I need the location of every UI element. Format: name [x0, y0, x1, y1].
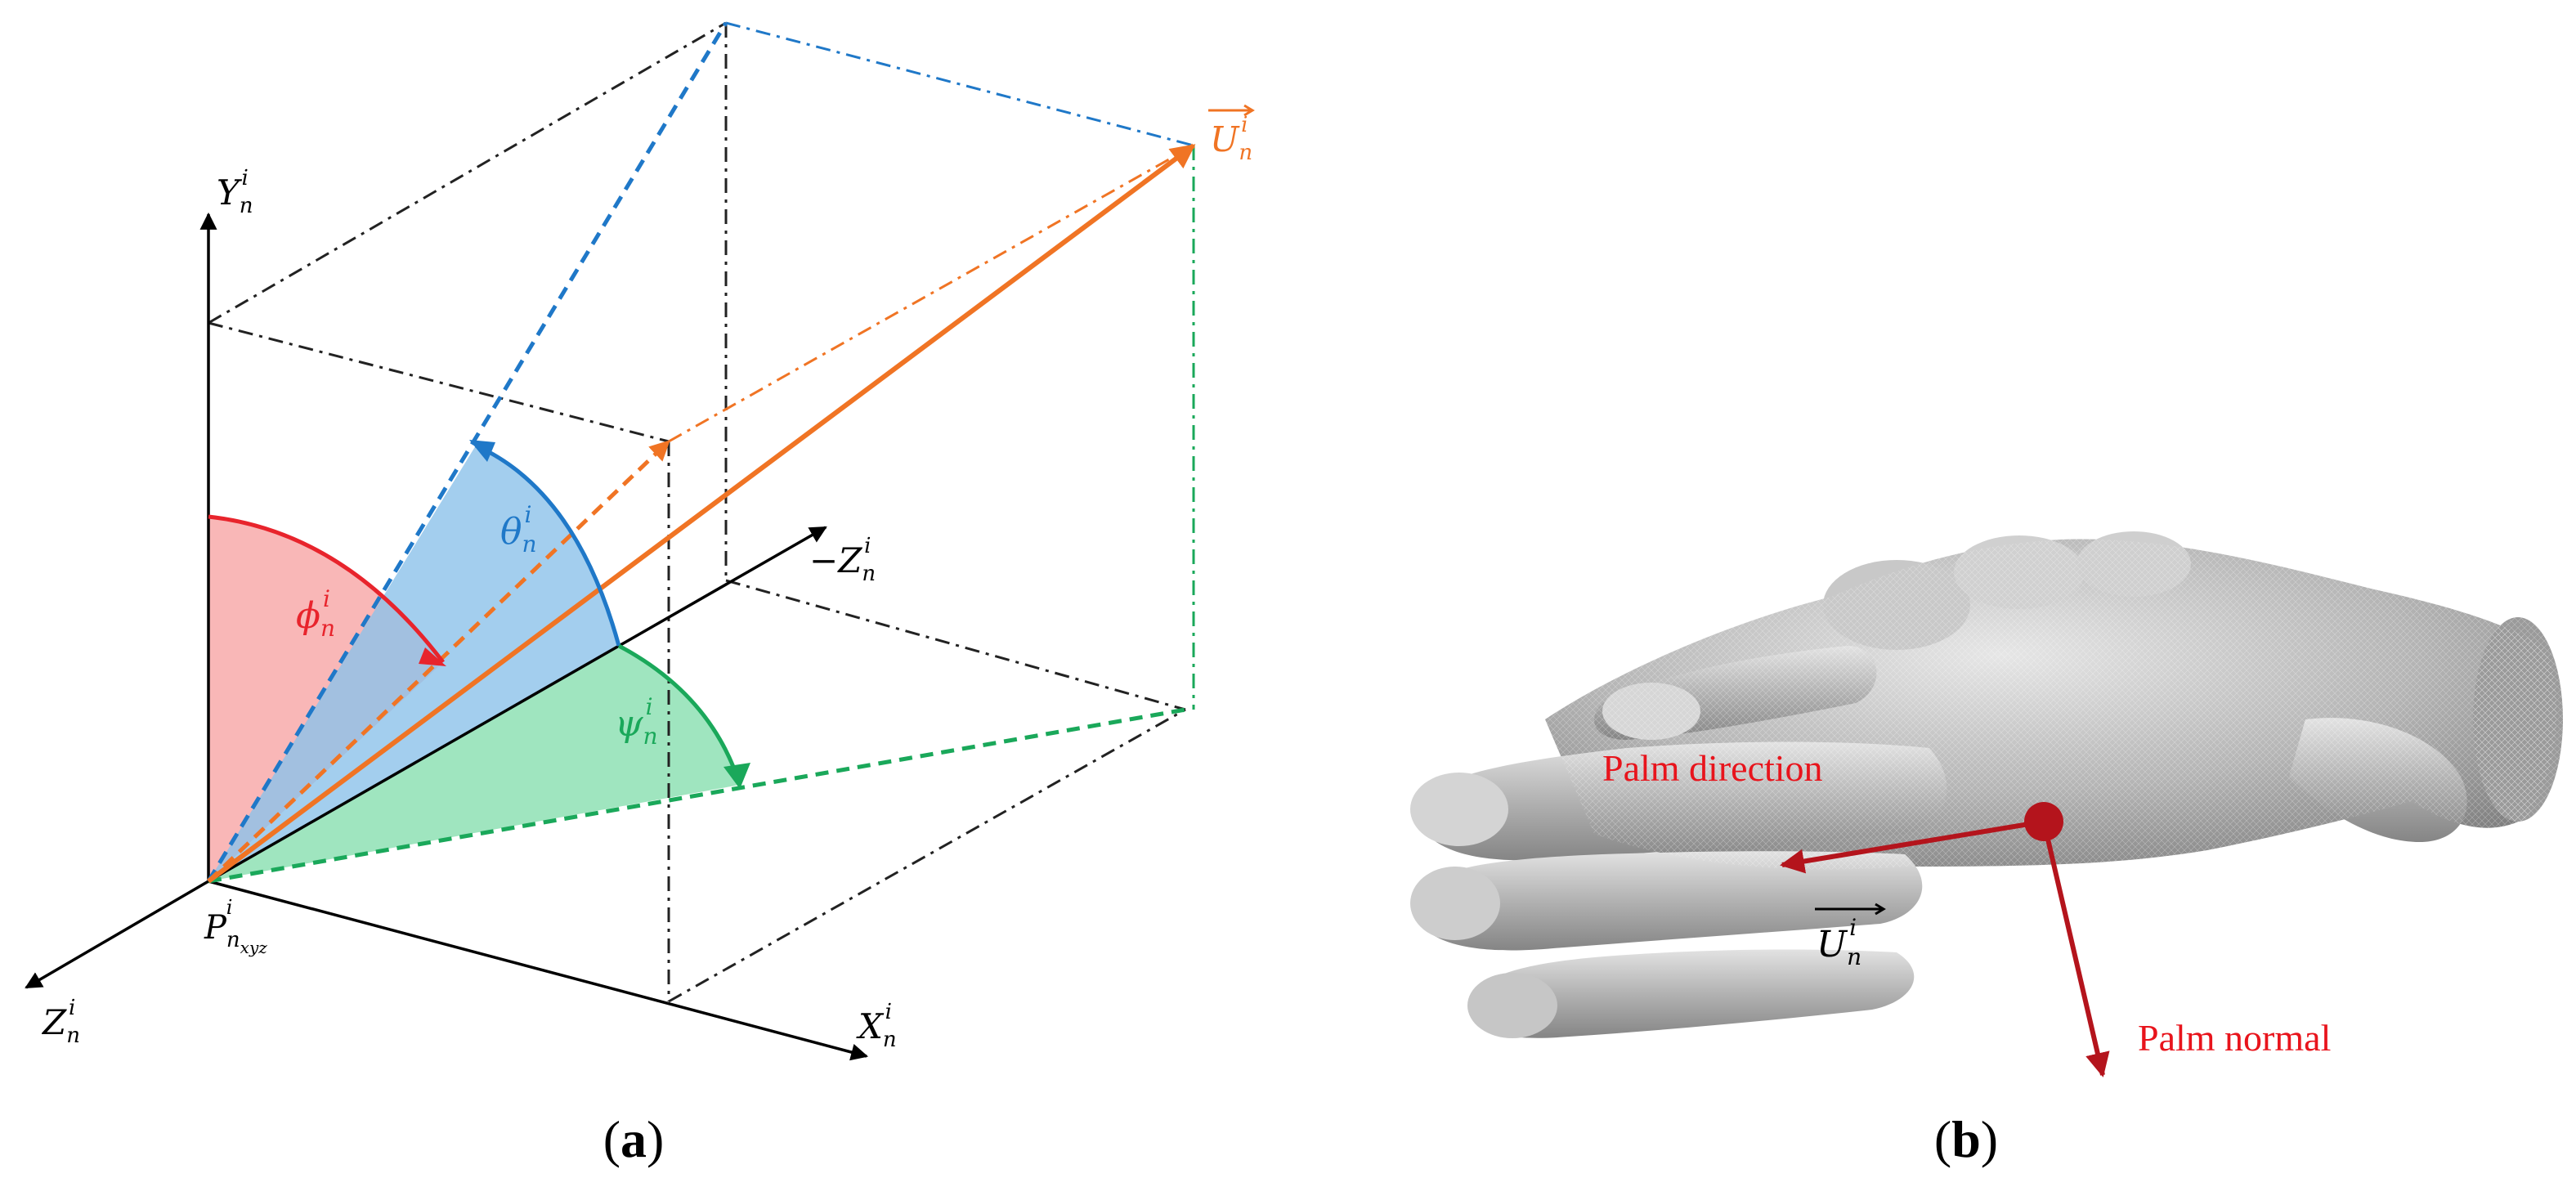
- blue-guide: [725, 21, 1194, 147]
- phi-arc: [208, 514, 445, 664]
- panel-b: Palm direction Palm normal Uni (b): [1410, 531, 2563, 1168]
- psi-arc: [617, 643, 742, 786]
- green-projection: [208, 707, 1186, 884]
- psi-label: ψni: [615, 693, 658, 750]
- palm-direction-arrow: [1780, 819, 2045, 874]
- theta-arc: [474, 443, 621, 647]
- psi-region: [208, 646, 740, 881]
- psi-arrowhead: [724, 763, 750, 789]
- vector-u: [207, 143, 1196, 884]
- palm-point: [2024, 802, 2063, 841]
- caption-a: (a): [603, 1110, 665, 1168]
- phi-label: ϕni: [296, 585, 335, 642]
- x-axis-label: Xni: [856, 1000, 897, 1052]
- theta-region: [208, 446, 619, 881]
- caption-b: (b): [1934, 1110, 1998, 1168]
- vector-u-label: Uni: [1208, 104, 1255, 165]
- svg-text:Uni: Uni: [1210, 113, 1252, 165]
- neg-z-axis-label: −Zni: [809, 534, 876, 586]
- blue-projection: [206, 21, 728, 883]
- phi-arrowhead: [419, 647, 446, 666]
- y-axis-label: Yni: [217, 166, 253, 218]
- theta-arrowhead: [469, 440, 495, 462]
- svg-text:Uni: Uni: [1817, 914, 1861, 970]
- theta-label: θni: [500, 501, 537, 558]
- palm-normal-arrow: [2041, 821, 2110, 1077]
- vector-u-label-b: Uni: [1815, 903, 1886, 970]
- origin-label: Pnxyzi: [204, 896, 267, 957]
- palm-direction-label: Palm direction: [1602, 747, 1823, 789]
- orange-guide: [668, 144, 1194, 443]
- panel-a: Yni −Zni Xni Zni Pnxyzi Uni ϕni θni ψni …: [25, 21, 1255, 1168]
- hand-mesh-image: [1410, 531, 2563, 1038]
- axes: [25, 212, 869, 1061]
- palm-normal-label: Palm normal: [2138, 1017, 2331, 1059]
- z-axis-label: Zni: [41, 996, 80, 1048]
